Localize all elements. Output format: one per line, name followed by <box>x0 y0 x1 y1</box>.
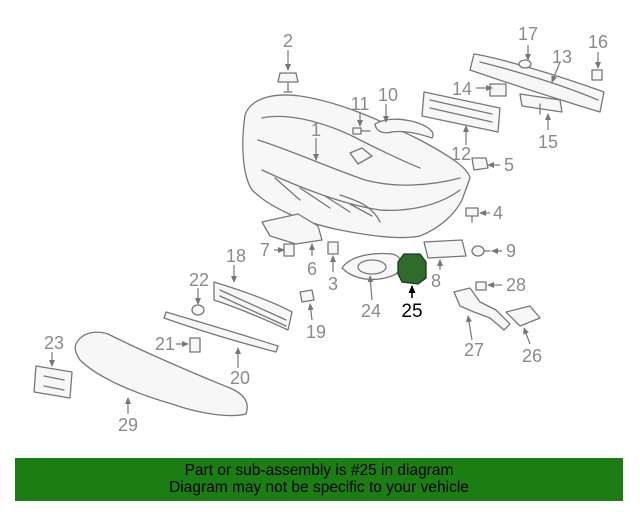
callout-20: 20 <box>230 368 250 388</box>
part-16-bolt <box>591 69 603 81</box>
callout-8: 8 <box>431 271 441 291</box>
callout-18: 18 <box>226 246 246 266</box>
banner-line-part: Part or sub-assembly is #25 in diagram <box>184 462 454 479</box>
part-23-plate-bracket <box>33 365 73 399</box>
callout-21: 21 <box>155 334 175 354</box>
part-19-bolt <box>299 289 315 303</box>
callout-27: 27 <box>464 340 484 360</box>
callout-14: 14 <box>452 79 472 99</box>
part-24-fog-cover <box>341 252 402 280</box>
part-info-banner: Part or sub-assembly is #25 in diagram D… <box>15 458 623 501</box>
part-18-grille <box>213 281 293 331</box>
callout-16: 16 <box>588 32 608 52</box>
callout-19: 19 <box>306 322 326 342</box>
callout-3: 3 <box>328 274 338 294</box>
callout-6: 6 <box>307 259 317 279</box>
part-1-bumper-face <box>242 94 471 239</box>
callout-15: 15 <box>538 132 558 152</box>
part-22-clip <box>191 304 205 316</box>
part-3-clip <box>327 241 339 255</box>
part-11-bolt <box>352 127 371 135</box>
callout-2: 2 <box>283 31 293 51</box>
parts-diagram: 2 1 11 10 12 14 13 17 16 15 5 4 9 8 6 7 … <box>33 24 608 435</box>
callout-17: 17 <box>518 24 538 44</box>
callout-7: 7 <box>260 240 270 260</box>
part-27-bracket <box>453 287 511 331</box>
part-14-bracket <box>489 83 507 97</box>
part-8-bracket <box>423 239 467 259</box>
leader-27 <box>466 315 473 341</box>
part-7-clip <box>283 243 295 257</box>
part-5-clip <box>471 157 489 171</box>
callout-26: 26 <box>522 346 542 366</box>
leader-19 <box>307 303 314 321</box>
callout-10: 10 <box>378 85 398 105</box>
callout-22: 22 <box>189 270 209 290</box>
callout-13: 13 <box>552 47 572 67</box>
callout-25: 25 <box>401 301 422 322</box>
part-26-bulb <box>505 305 541 327</box>
leader-13 <box>551 61 561 83</box>
part-29-spoiler <box>74 331 248 417</box>
callout-4: 4 <box>493 203 503 223</box>
part-21-bolt <box>189 337 201 353</box>
part-9-screw <box>471 245 491 257</box>
part-20-molding <box>163 311 279 353</box>
callout-23: 23 <box>44 333 64 353</box>
part-25-fog-light <box>397 253 427 285</box>
callout-11: 11 <box>351 94 370 114</box>
part-4-bolt <box>465 207 479 223</box>
banner-line-disclaimer: Diagram may not be specific to your vehi… <box>169 479 469 496</box>
callout-24: 24 <box>361 301 381 321</box>
part-6-cover <box>261 213 323 245</box>
leader-24 <box>367 275 374 301</box>
leader-26 <box>523 327 531 345</box>
part-15-bracket <box>519 93 563 115</box>
part-12-absorber <box>421 91 501 133</box>
callout-9: 9 <box>506 241 516 261</box>
part-28-screw <box>475 281 487 291</box>
part-13-beam <box>469 53 605 113</box>
callout-12: 12 <box>451 144 471 164</box>
part-10-bracket <box>374 118 434 139</box>
part-17-clip <box>518 59 532 69</box>
callout-1: 1 <box>311 120 321 140</box>
callout-29: 29 <box>118 415 138 435</box>
part-2-clip <box>277 72 299 93</box>
callout-28: 28 <box>506 275 526 295</box>
callout-5: 5 <box>504 155 514 175</box>
